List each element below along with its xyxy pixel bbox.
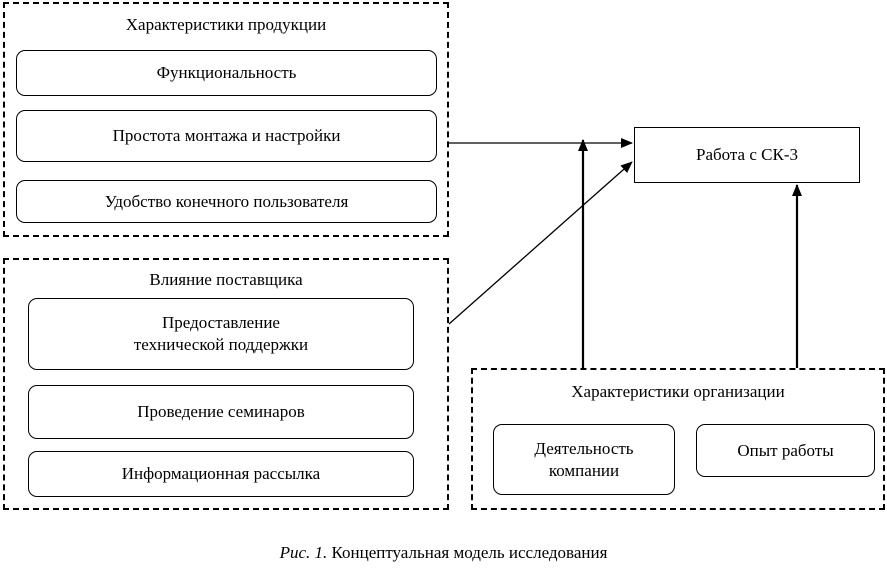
- box-seminars: Проведение семинаров: [28, 385, 414, 439]
- arrow-supplier-to-target: [448, 161, 633, 325]
- box-installation-simplicity: Простота монтажа и настройки: [16, 110, 437, 162]
- box-newsletter: Информационная рассылка: [28, 451, 414, 497]
- group-organization-characteristics: Характеристики организации: [471, 368, 885, 510]
- box-functionality: Функциональность: [16, 50, 437, 96]
- caption-text: Концептуальная модель исследования: [327, 543, 608, 562]
- box-work-experience: Опыт работы: [696, 424, 875, 477]
- figure-caption: Рис. 1. Концептуальная модель исследован…: [0, 543, 887, 563]
- target-work-with-sk3: Работа с СК-3: [634, 127, 860, 183]
- group-supplier-title: Влияние поставщика: [149, 270, 303, 289]
- box-company-activity: Деятельность компании: [493, 424, 675, 495]
- box-end-user-convenience: Удобство конечного пользователя: [16, 180, 437, 223]
- group-organization-title: Характеристики организации: [571, 382, 785, 401]
- box-technical-support: Предоставление технической поддержки: [28, 298, 414, 370]
- caption-prefix: Рис. 1.: [279, 543, 328, 562]
- group-supplier-influence: Влияние поставщика: [3, 258, 449, 510]
- group-product-title: Характеристики продукции: [125, 15, 327, 34]
- group-product-characteristics: Характеристики продукции: [3, 2, 449, 237]
